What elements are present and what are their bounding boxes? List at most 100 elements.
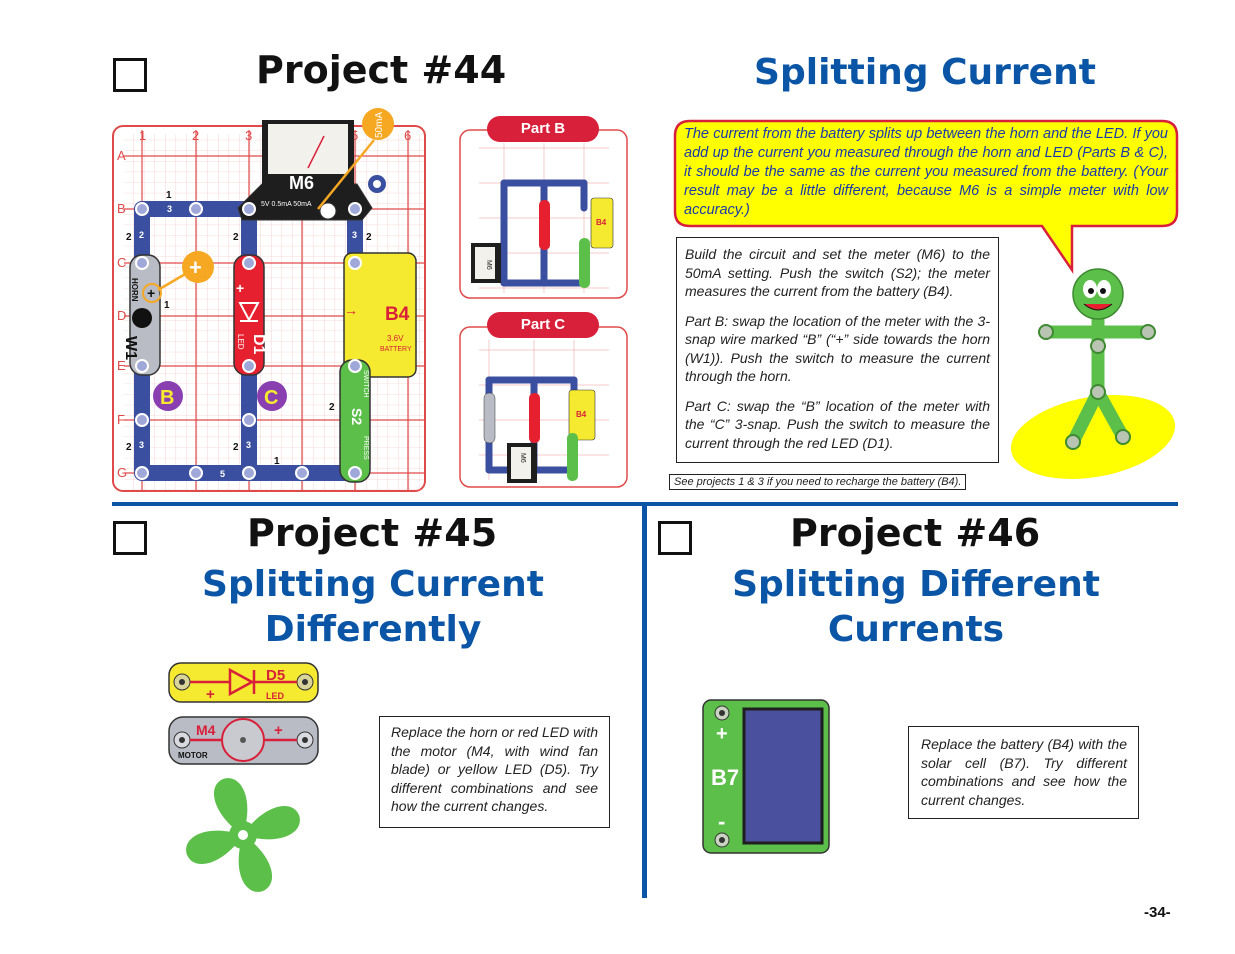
svg-text:2: 2 [126,442,132,453]
recharge-note: See projects 1 & 3 if you need to rechar… [669,474,967,490]
svg-text:50mA: 50mA [374,112,385,138]
instruction-text: Replace the horn or red LED with the mot… [391,724,598,814]
svg-text:2: 2 [233,232,239,243]
col-label: 3 [245,128,252,143]
svg-text:M6: M6 [485,260,492,270]
svg-text:LED: LED [266,691,285,701]
svg-text:5: 5 [220,469,225,479]
section-divider [112,502,1178,506]
project44-title: Project #44 [256,48,507,92]
solar-cell-b7: + B7 - [702,699,830,854]
svg-text:MOTOR: MOTOR [178,751,208,760]
svg-text:HORN: HORN [130,278,139,302]
svg-text:3: 3 [352,230,357,240]
svg-text:1: 1 [166,190,172,201]
row-label: B [117,201,126,216]
column-divider [642,506,647,898]
svg-text:M4: M4 [196,722,216,738]
svg-text:SWITCH: SWITCH [362,370,369,398]
project46-instructions: Replace the battery (B4) with the solar … [908,726,1139,819]
svg-text:D1: D1 [250,334,267,355]
svg-text:B7: B7 [711,765,739,790]
project45-title: Project #45 [247,511,498,555]
switch-s2: S2 SWITCH PRESS [339,359,371,483]
part-b-diagram: B4 M6 [459,129,628,299]
svg-text:M6: M6 [289,173,314,193]
svg-text:B4: B4 [576,410,587,419]
instruction-step: Part B: swap the location of the meter w… [685,312,990,385]
svg-text:-: - [718,809,725,834]
page-number: -34- [1144,904,1171,921]
meter-m6: M6 5V 0.5mA 50mA 3 [237,120,386,221]
instruction-step: Part C: swap the “B” location of the met… [685,397,990,451]
battery-b4: B4 3.6V BATTERY → [343,252,417,378]
svg-text:3: 3 [246,440,251,450]
svg-text:2: 2 [139,230,144,240]
svg-text:S2: S2 [349,408,365,425]
row-label: E [117,358,126,373]
led-d5-part: D5 LED + [168,662,319,703]
svg-text:+: + [274,722,283,739]
mascot-figure [1010,268,1176,479]
svg-text:2: 2 [126,232,132,243]
svg-text:B4: B4 [596,218,607,227]
part-b-label: Part B [487,116,599,142]
row-label: G [117,465,127,480]
svg-text:5V 0.5mA 50mA: 5V 0.5mA 50mA [261,201,312,208]
project45-checkbox[interactable] [113,521,147,555]
svg-text:+: + [189,255,202,280]
project44-circuit-diagram: 1 2 3 4 5 6 A B C D E F G 3 5 2 3 3 3 1 [112,108,426,492]
part-c-label: Part C [487,312,599,338]
project46-subtitle: Splitting Different Currents [716,562,1116,652]
project44-instructions: Build the circuit and set the meter (M6)… [676,237,999,463]
svg-text:2: 2 [233,442,239,453]
svg-text:B4: B4 [385,304,410,325]
svg-text:+: + [716,723,728,745]
subtitle-line: Splitting Current [202,564,544,605]
subtitle-line: Differently [264,609,482,650]
svg-text:1: 1 [274,456,280,467]
row-label: A [117,148,126,163]
svg-text:+: + [147,285,155,301]
project44-checkbox[interactable] [113,58,147,92]
speech-bubble [673,119,1179,275]
row-label: F [117,412,125,427]
instruction-step: Build the circuit and set the meter (M6)… [685,246,990,299]
col-label: 6 [404,128,411,143]
horn-w1: HORN W1 + [122,254,162,376]
project45-subtitle: Splitting Current Differently [180,562,566,652]
svg-text:PRESS: PRESS [362,436,369,460]
svg-text:M6: M6 [519,453,526,463]
svg-text:+: + [236,280,244,296]
instruction-text: Replace the battery (B4) with the solar … [921,736,1127,808]
svg-text:B: B [160,387,174,409]
col-label: 5 [351,128,358,143]
svg-text:+: + [206,686,215,703]
svg-text:→: → [344,302,358,318]
part-c-diagram: B4 M6 [459,326,628,488]
motor-m4-part: M4 MOTOR + [168,716,319,765]
led-d1: + D1 LED [233,254,267,376]
svg-text:3: 3 [139,440,144,450]
subtitle-line: Currents [827,609,1005,650]
fan-blade [186,778,300,892]
project45-instructions: Replace the horn or red LED with the mot… [379,716,610,828]
svg-text:3.6V: 3.6V [387,334,404,343]
project46-checkbox[interactable] [658,521,692,555]
svg-text:C: C [264,387,278,409]
svg-text:2: 2 [329,402,335,413]
project44-subtitle: Splitting Current [754,52,1096,93]
svg-text:LED: LED [236,334,245,350]
svg-text:3: 3 [256,170,261,180]
bubble-text: The current from the battery splits up b… [684,126,1168,218]
row-label: C [117,255,126,270]
subtitle-line: Splitting Different [732,564,1100,605]
project46-title: Project #46 [790,511,1041,555]
svg-text:1: 1 [164,300,170,311]
col-label: 1 [139,128,146,143]
svg-text:BATTERY: BATTERY [380,346,412,353]
svg-text:2: 2 [366,232,372,243]
row-label: D [117,308,126,323]
svg-text:D5: D5 [266,667,285,684]
col-label: 2 [192,128,199,143]
